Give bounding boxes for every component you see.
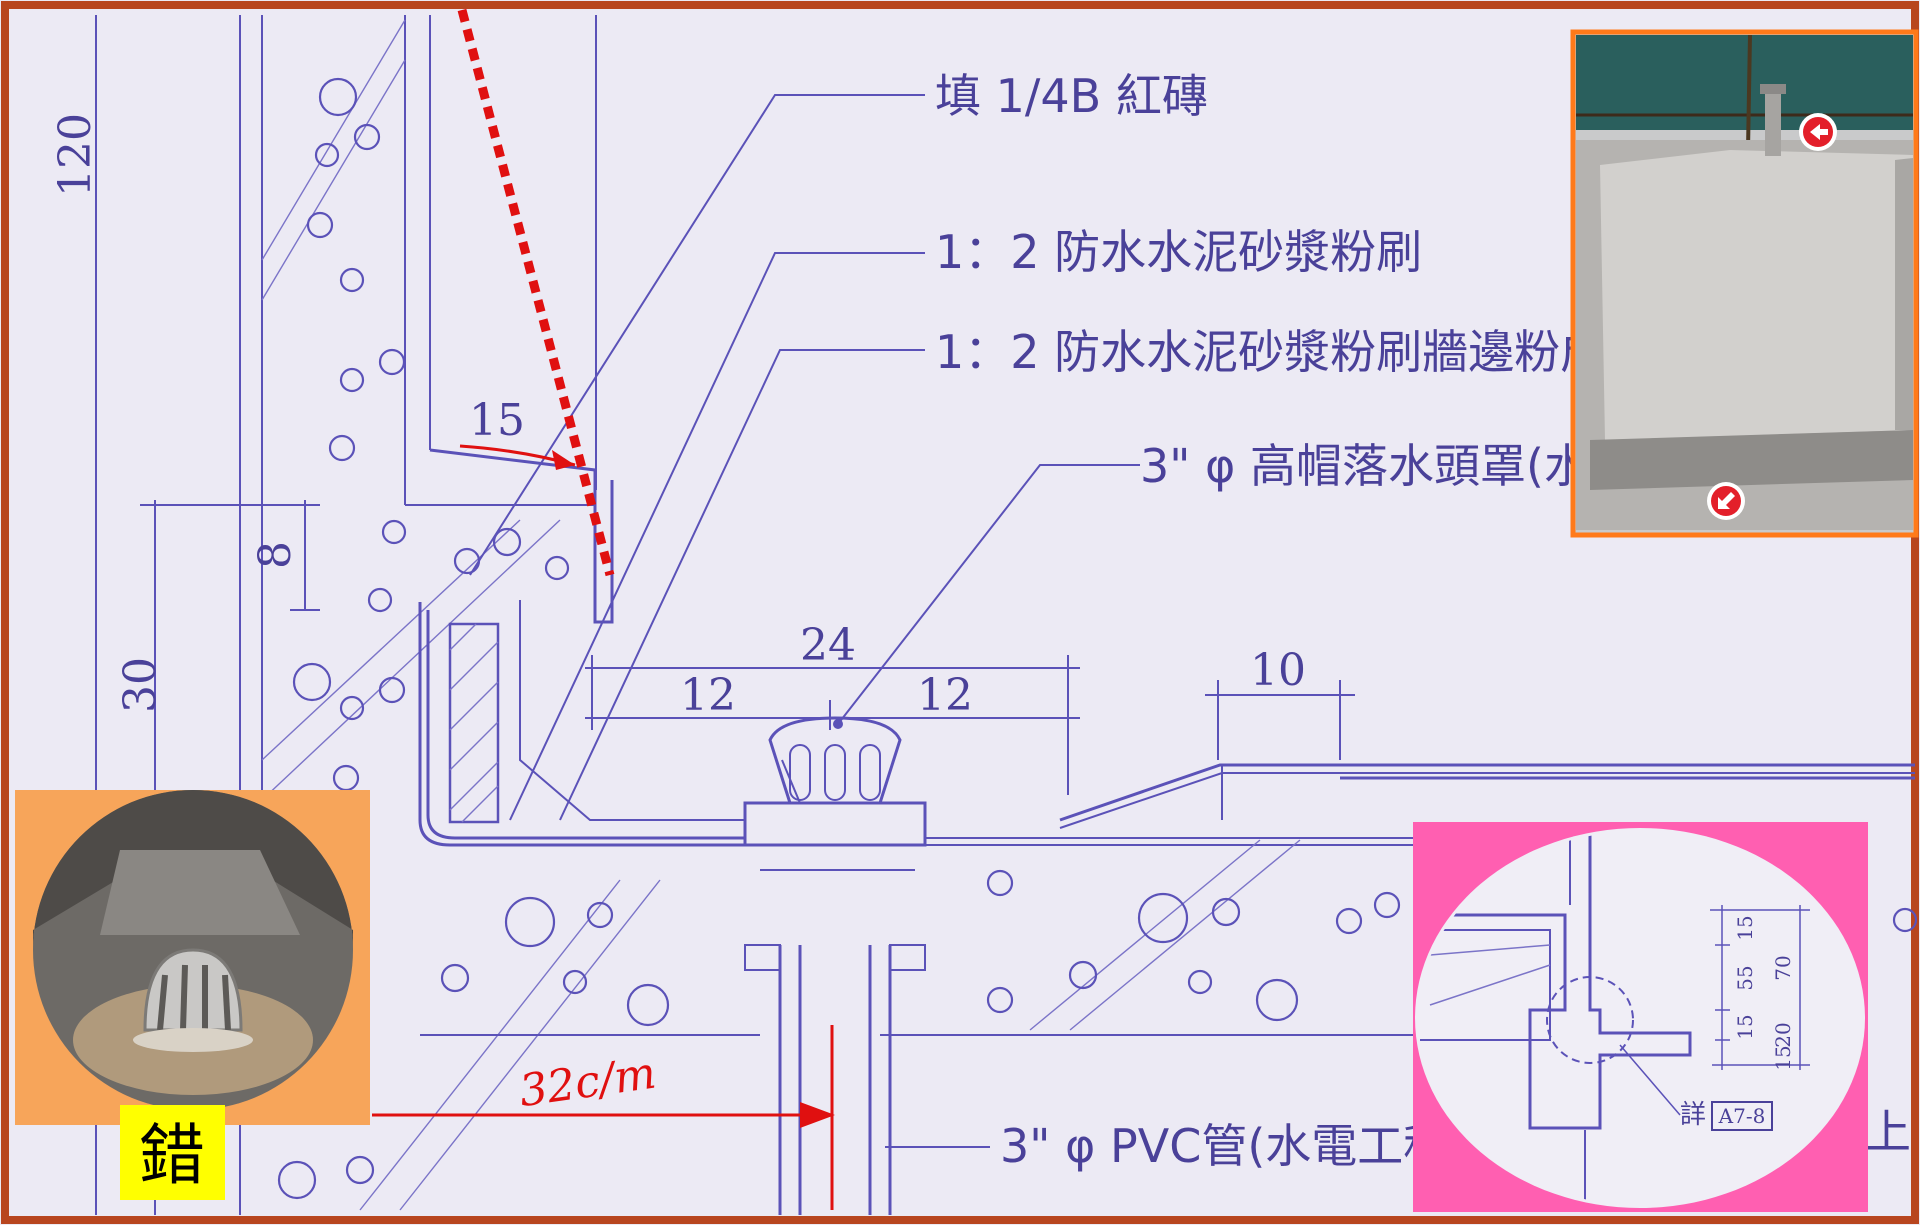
red-markup bbox=[372, 8, 835, 1210]
detail-inset-panel bbox=[1413, 822, 1868, 1212]
detail-dim-3: 15 bbox=[1733, 1014, 1757, 1039]
dim-12-right: 12 bbox=[917, 670, 973, 721]
detail-dim-4: 20 bbox=[1771, 1022, 1795, 1047]
wrong-label: 錯 bbox=[139, 1117, 205, 1194]
wrong-example-panel bbox=[15, 790, 370, 1125]
brick-and-membrane bbox=[418, 600, 1915, 847]
detail-ref-prefix: 詳 bbox=[1680, 1100, 1706, 1130]
slab-right bbox=[986, 839, 1918, 1031]
dim-24: 24 bbox=[800, 620, 856, 671]
detail-dim-5: 70 bbox=[1771, 955, 1795, 980]
detail-dim-1: 15 bbox=[1733, 915, 1757, 940]
label-pvc-pipe: 3" φ PVC管(水電工程) bbox=[1000, 1119, 1467, 1173]
detail-ref-code: A7-8 bbox=[1718, 1104, 1766, 1128]
dim-8: 8 bbox=[250, 541, 301, 569]
label-plaster-1: 1：2 防水水泥砂漿粉刷 bbox=[935, 225, 1422, 279]
label-fill-brick: 填 1/4B 紅磚 bbox=[935, 69, 1208, 123]
label-cut-right: 上 bbox=[1865, 1105, 1911, 1159]
label-drain-cap: 3" φ 高帽落水頭罩(水電 bbox=[1140, 439, 1636, 493]
dim-15: 15 bbox=[469, 395, 525, 446]
wrong-label-box bbox=[120, 1105, 225, 1200]
label-plaster-2: 1：2 防水水泥砂漿粉刷牆邊粉成R= bbox=[935, 325, 1677, 379]
dim-30: 30 bbox=[115, 657, 166, 713]
detail-dim-6: 15 bbox=[1771, 1045, 1795, 1070]
dim-10: 10 bbox=[1250, 645, 1306, 696]
detail-ref-box bbox=[1711, 1101, 1773, 1131]
dim-120: 120 bbox=[50, 113, 101, 197]
dim-12-left: 12 bbox=[680, 670, 736, 721]
detail-dim-2: 55 bbox=[1733, 965, 1757, 990]
site-photo-inset bbox=[1570, 29, 1919, 538]
